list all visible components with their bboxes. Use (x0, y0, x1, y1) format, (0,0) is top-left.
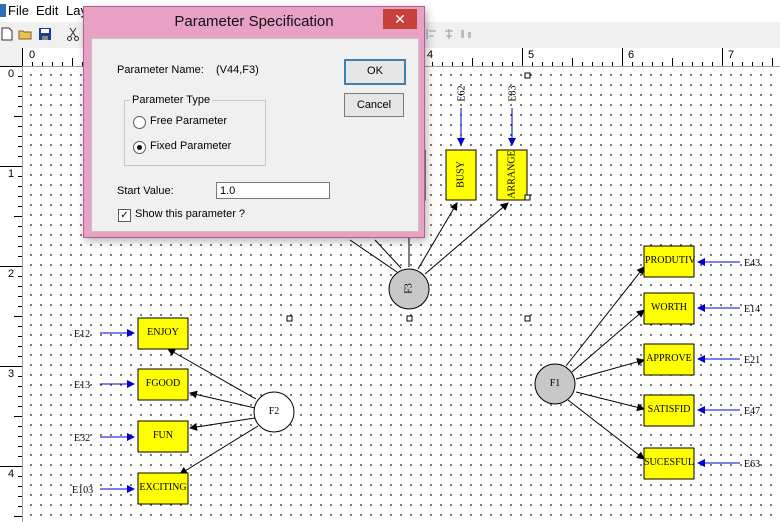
menu-layout[interactable]: Lay (66, 3, 87, 18)
parameter-type-group (124, 100, 266, 166)
radio-selected-dot (137, 145, 142, 150)
indicator-box[interactable] (643, 394, 695, 427)
menu-file[interactable]: File (8, 3, 29, 18)
error-label: E12 (74, 329, 91, 340)
ruler-label: 2 (8, 268, 15, 280)
error-label: E103 (72, 485, 94, 496)
ruler-label: 3 (8, 368, 15, 380)
ok-button[interactable]: OK (344, 59, 406, 85)
factor-f1-node[interactable] (534, 363, 576, 405)
error-label: E14 (744, 304, 761, 315)
indicator-box[interactable] (643, 447, 695, 480)
indicator-label: BUSY (455, 161, 467, 188)
ruler-label: 1 (8, 168, 15, 180)
parameter-specification-dialog: Parameter Specification ✕ Parameter Name… (83, 6, 425, 238)
menu-edit[interactable]: Edit (36, 3, 59, 18)
ruler-label: 5 (528, 49, 535, 61)
indicator-box[interactable] (496, 149, 528, 201)
dialog-title: Parameter Specification (174, 13, 334, 30)
show-parameter-checkbox[interactable]: ✓ (118, 209, 131, 222)
factor-label: F3 (403, 283, 415, 294)
factor-label: F2 (268, 406, 280, 417)
ruler-label: 6 (628, 49, 635, 61)
f2-indicator-boxes[interactable] (137, 317, 189, 505)
f3-error-arrows (457, 108, 516, 146)
selection-handles[interactable] (286, 72, 531, 322)
factor-f3-node[interactable] (388, 268, 430, 310)
indicator-box[interactable] (643, 292, 695, 325)
cancel-button[interactable]: Cancel (344, 93, 404, 117)
ruler-label: 0 (8, 68, 15, 80)
fixed-parameter-radio[interactable] (133, 141, 146, 154)
vertical-ruler: 0 1 2 3 4 (0, 66, 23, 522)
free-parameter-label: Free Parameter (150, 115, 228, 127)
error-label: E63 (744, 459, 761, 470)
indicator-box[interactable] (137, 420, 189, 453)
align-left-icon[interactable] (425, 27, 439, 41)
vertical-ruler-ticks (0, 66, 22, 517)
error-label: E13 (74, 380, 91, 391)
error-label: E21 (744, 355, 761, 366)
error-label: E47 (744, 406, 761, 417)
factor-f2-node[interactable] (253, 391, 295, 433)
indicator-label: PRODUTIV (645, 255, 695, 266)
start-value-label: Start Value: (117, 185, 174, 197)
parameter-name-label: Parameter Name: (117, 64, 204, 76)
parameter-name-value: (V44,F3) (216, 64, 259, 76)
indicator-label: WORTH (650, 302, 688, 313)
indicator-box[interactable] (137, 368, 189, 401)
app-icon (0, 4, 6, 17)
error-label: E62 (456, 85, 468, 102)
open-folder-icon[interactable] (18, 27, 32, 41)
indicator-label: EXCITING (139, 482, 187, 493)
indicator-label: ENJOY (147, 327, 179, 338)
f1-error-arrows (697, 258, 740, 467)
show-parameter-label: Show this parameter ? (135, 208, 246, 220)
indicator-box[interactable] (643, 343, 695, 376)
indicator-box[interactable] (137, 317, 189, 350)
indicator-label: FGOOD (145, 378, 181, 389)
f1-indicator-boxes[interactable] (643, 245, 695, 480)
align-center-icon[interactable] (442, 27, 456, 41)
indicator-label: SATISFID (647, 404, 691, 415)
error-label: E83 (507, 85, 519, 102)
error-label: E32 (74, 433, 91, 444)
start-value-input[interactable]: 1.0 (216, 182, 330, 199)
ruler-label: 0 (29, 49, 36, 61)
indicator-box[interactable] (643, 245, 695, 278)
error-label: E43 (744, 258, 761, 269)
indicator-label: FUN (152, 430, 173, 441)
indicator-label: SUCESFUL (644, 457, 695, 468)
f1-loadings (565, 266, 645, 460)
dialog-body: Parameter Name: (V44,F3) OK Cancel Param… (91, 38, 419, 232)
free-parameter-radio[interactable] (133, 116, 146, 129)
distribute-icon[interactable] (459, 27, 473, 41)
parameter-type-label: Parameter Type (130, 94, 213, 106)
indicator-label: APPROVE (646, 353, 692, 364)
factor-label: F1 (549, 378, 561, 389)
ruler-label: 4 (8, 468, 15, 480)
f3-loadings (349, 202, 509, 275)
fixed-parameter-label: Fixed Parameter (150, 140, 232, 152)
close-button[interactable]: ✕ (383, 9, 417, 29)
f2-loadings (167, 348, 259, 475)
indicator-box[interactable] (445, 149, 477, 201)
cut-icon[interactable] (66, 27, 80, 41)
f2-error-arrows (100, 329, 135, 493)
save-icon[interactable] (38, 27, 52, 41)
new-file-icon[interactable] (0, 27, 14, 41)
f3-indicator-boxes[interactable] (411, 149, 528, 201)
indicator-label: ARRANGE (506, 150, 518, 199)
ruler-label: 7 (728, 49, 735, 61)
indicator-box[interactable] (137, 472, 189, 505)
ruler-label: 4 (427, 49, 434, 61)
